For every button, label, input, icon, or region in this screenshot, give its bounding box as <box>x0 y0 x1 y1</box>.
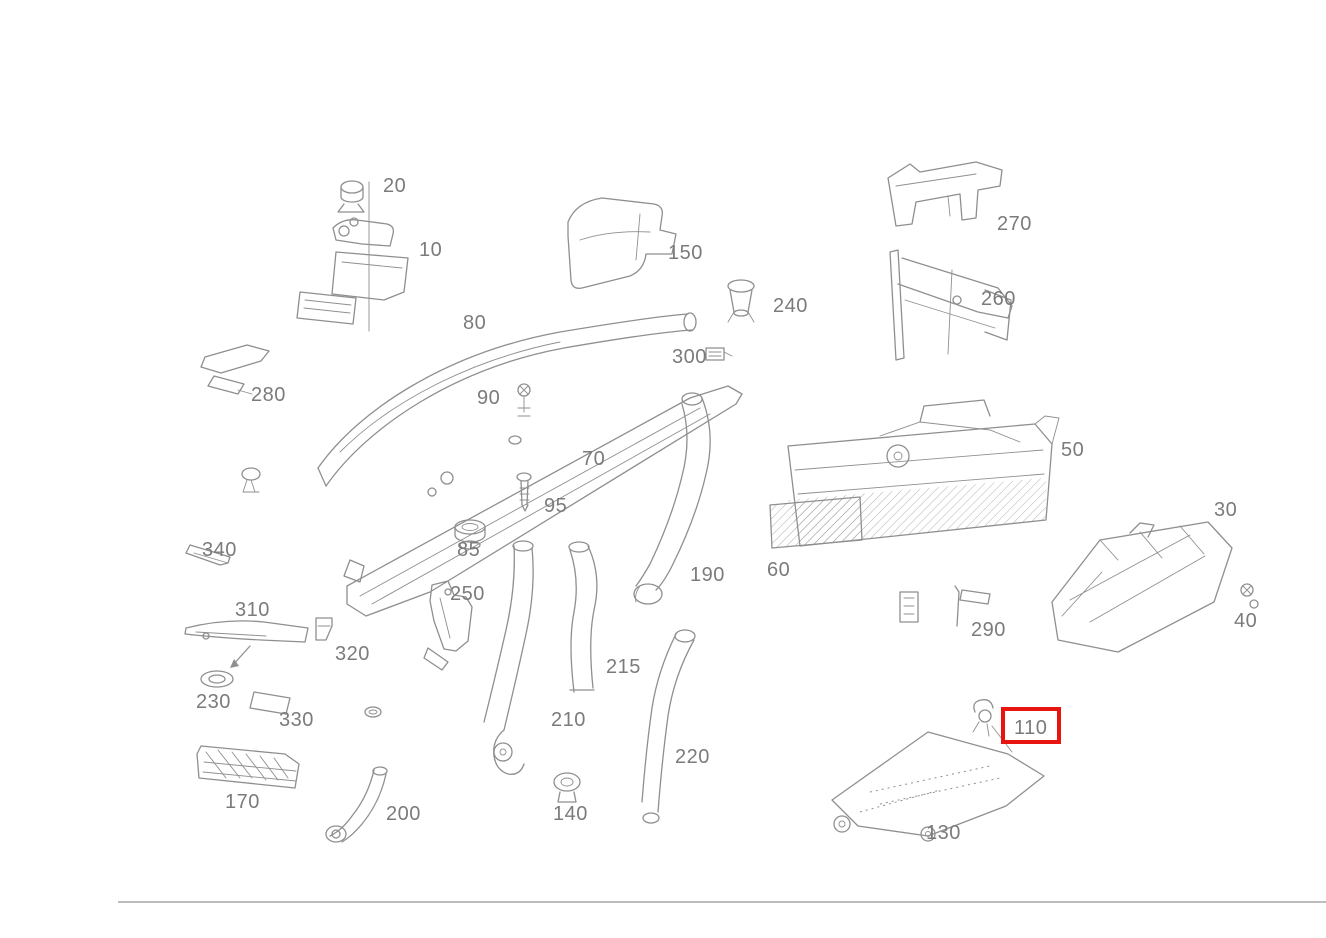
part-sketch-190 <box>633 392 711 605</box>
part-label-290[interactable]: 290 <box>971 619 1006 641</box>
part-label-240[interactable]: 240 <box>773 295 808 317</box>
part-sketch-280 <box>200 344 270 395</box>
part-sketch-110 <box>972 699 1013 753</box>
part-sketch-20 <box>337 180 370 332</box>
part-label-220[interactable]: 220 <box>675 746 710 768</box>
part-label-170[interactable]: 170 <box>225 791 260 813</box>
highlight-box <box>1001 707 1061 744</box>
part-sketch-85 <box>454 519 486 550</box>
part-label-70[interactable]: 70 <box>582 448 605 470</box>
part-sketch-215 <box>568 541 598 693</box>
part-label-40[interactable]: 40 <box>1234 610 1257 632</box>
part-sketch-60 <box>769 496 863 549</box>
part-sketch-130 <box>831 731 1045 842</box>
part-label-340[interactable]: 340 <box>202 539 237 561</box>
part-label-150[interactable]: 150 <box>668 242 703 264</box>
part-sketch-320 <box>315 617 333 641</box>
part-label-230[interactable]: 230 <box>196 691 231 713</box>
part-sketch-330 <box>249 691 291 715</box>
part-label-110[interactable]: 110 <box>1014 717 1047 739</box>
part-sketch-340 <box>185 544 231 566</box>
part-sketch-240 <box>727 279 755 323</box>
part-label-130[interactable]: 130 <box>926 822 961 844</box>
part-sketch-10 <box>296 217 409 325</box>
part-sketch-220 <box>641 629 696 824</box>
part-label-95[interactable]: 95 <box>544 495 567 517</box>
part-label-60[interactable]: 60 <box>767 559 790 581</box>
part-sketch-250 <box>423 580 473 671</box>
part-sketch-30 <box>1051 521 1233 653</box>
part-label-30[interactable]: 30 <box>1214 499 1237 521</box>
part-label-300[interactable]: 300 <box>672 346 707 368</box>
part-sketch-70 <box>343 385 743 617</box>
part-label-330[interactable]: 330 <box>279 709 314 731</box>
part-sketch-40 <box>1240 583 1259 609</box>
part-sketch-90 <box>517 383 531 417</box>
part-sketch-170 <box>196 745 300 789</box>
part-label-50[interactable]: 50 <box>1061 439 1084 461</box>
part-label-210[interactable]: 210 <box>551 709 586 731</box>
part-label-190[interactable]: 190 <box>690 564 725 586</box>
part-sketch-300 <box>705 347 733 361</box>
part-label-80[interactable]: 80 <box>463 312 486 334</box>
part-sketch-150 <box>567 197 677 289</box>
part-label-270[interactable]: 270 <box>997 213 1032 235</box>
part-sketch-95 <box>516 472 532 512</box>
part-sketch-230 <box>200 670 234 688</box>
part-label-310[interactable]: 310 <box>235 599 270 621</box>
part-sketch-290 <box>899 585 991 627</box>
part-sketch-140 <box>553 772 581 803</box>
part-label-250[interactable]: 250 <box>450 583 485 605</box>
part-label-260[interactable]: 260 <box>981 288 1016 310</box>
part-sketch-200 <box>325 706 388 843</box>
part-sketch-260 <box>889 249 1013 361</box>
part-label-280[interactable]: 280 <box>251 384 286 406</box>
part-label-10[interactable]: 10 <box>419 239 442 261</box>
small-clip-sketch <box>241 467 261 493</box>
part-sketch-80 <box>317 312 697 487</box>
part-label-140[interactable]: 140 <box>553 803 588 825</box>
part-label-90[interactable]: 90 <box>477 387 500 409</box>
part-label-320[interactable]: 320 <box>335 643 370 665</box>
part-sketch-270 <box>887 161 1003 227</box>
part-sketch-210 <box>483 540 534 775</box>
part-sketch-310 <box>184 620 309 668</box>
part-label-215[interactable]: 215 <box>606 656 641 678</box>
part-label-85[interactable]: 85 <box>457 539 480 561</box>
part-label-200[interactable]: 200 <box>386 803 421 825</box>
part-label-20[interactable]: 20 <box>383 175 406 197</box>
